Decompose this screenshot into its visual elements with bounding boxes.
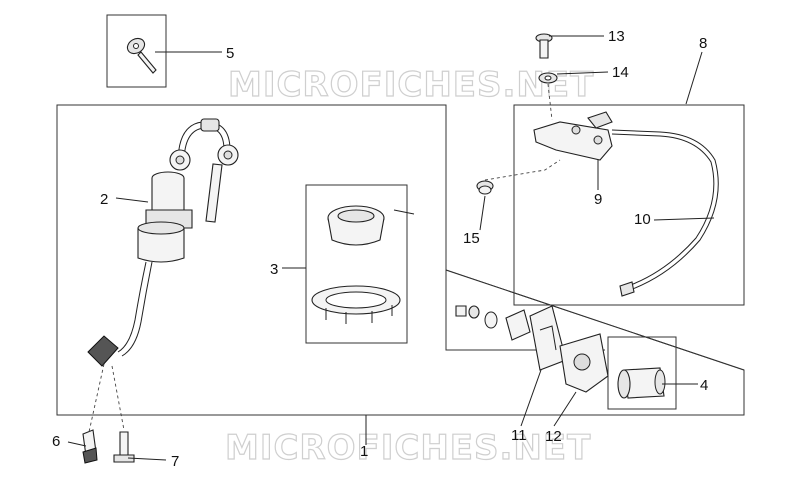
latch-9-part (533, 111, 613, 161)
lock-set-box (56, 104, 745, 416)
screw-7-part (113, 431, 135, 463)
lock-cylinder-4-part (617, 367, 666, 399)
callout-5: 5 (226, 45, 234, 62)
callout-11: 11 (511, 427, 527, 444)
cylinder-box (607, 336, 677, 410)
washer-14-part (538, 72, 558, 84)
callout-12: 12 (545, 428, 562, 445)
dashed-guide-14 (547, 83, 553, 121)
callout-6: 6 (52, 433, 60, 450)
screw-6-part (82, 429, 98, 464)
callout-13: 13 (608, 28, 625, 45)
seat-lock-box (513, 104, 745, 306)
callout-2: 2 (100, 191, 108, 208)
fuel-cap-part (311, 205, 415, 324)
bracket-11-part (529, 305, 567, 371)
bolt-13-part (535, 33, 553, 59)
cable-10-part (611, 129, 719, 297)
key-part (126, 37, 157, 74)
callout-9: 9 (594, 191, 602, 208)
key-box (106, 14, 167, 88)
watermark-bottom: MICROFICHES.NET (225, 428, 591, 468)
callout-14: 14 (612, 64, 629, 81)
ignition-switch-part (87, 118, 239, 367)
grommet-15-part (476, 180, 494, 195)
callout-7: 7 (171, 453, 179, 470)
leader-lines (67, 35, 715, 461)
plate-12-part (559, 333, 609, 393)
callout-1: 1 (360, 443, 368, 460)
bracket-edge (445, 269, 745, 371)
callout-4: 4 (700, 377, 708, 394)
dashed-guide-15 (484, 159, 561, 181)
callout-3: 3 (270, 261, 278, 278)
callout-10: 10 (634, 211, 651, 228)
dashed-guide-6 (88, 363, 105, 433)
watermark-top: MICROFICHES.NET (228, 65, 594, 105)
callout-8: 8 (699, 35, 707, 52)
bracket-hardware-part (455, 305, 531, 341)
dashed-guide-7 (111, 365, 125, 431)
callout-15: 15 (463, 230, 480, 247)
cap-box (305, 184, 408, 344)
